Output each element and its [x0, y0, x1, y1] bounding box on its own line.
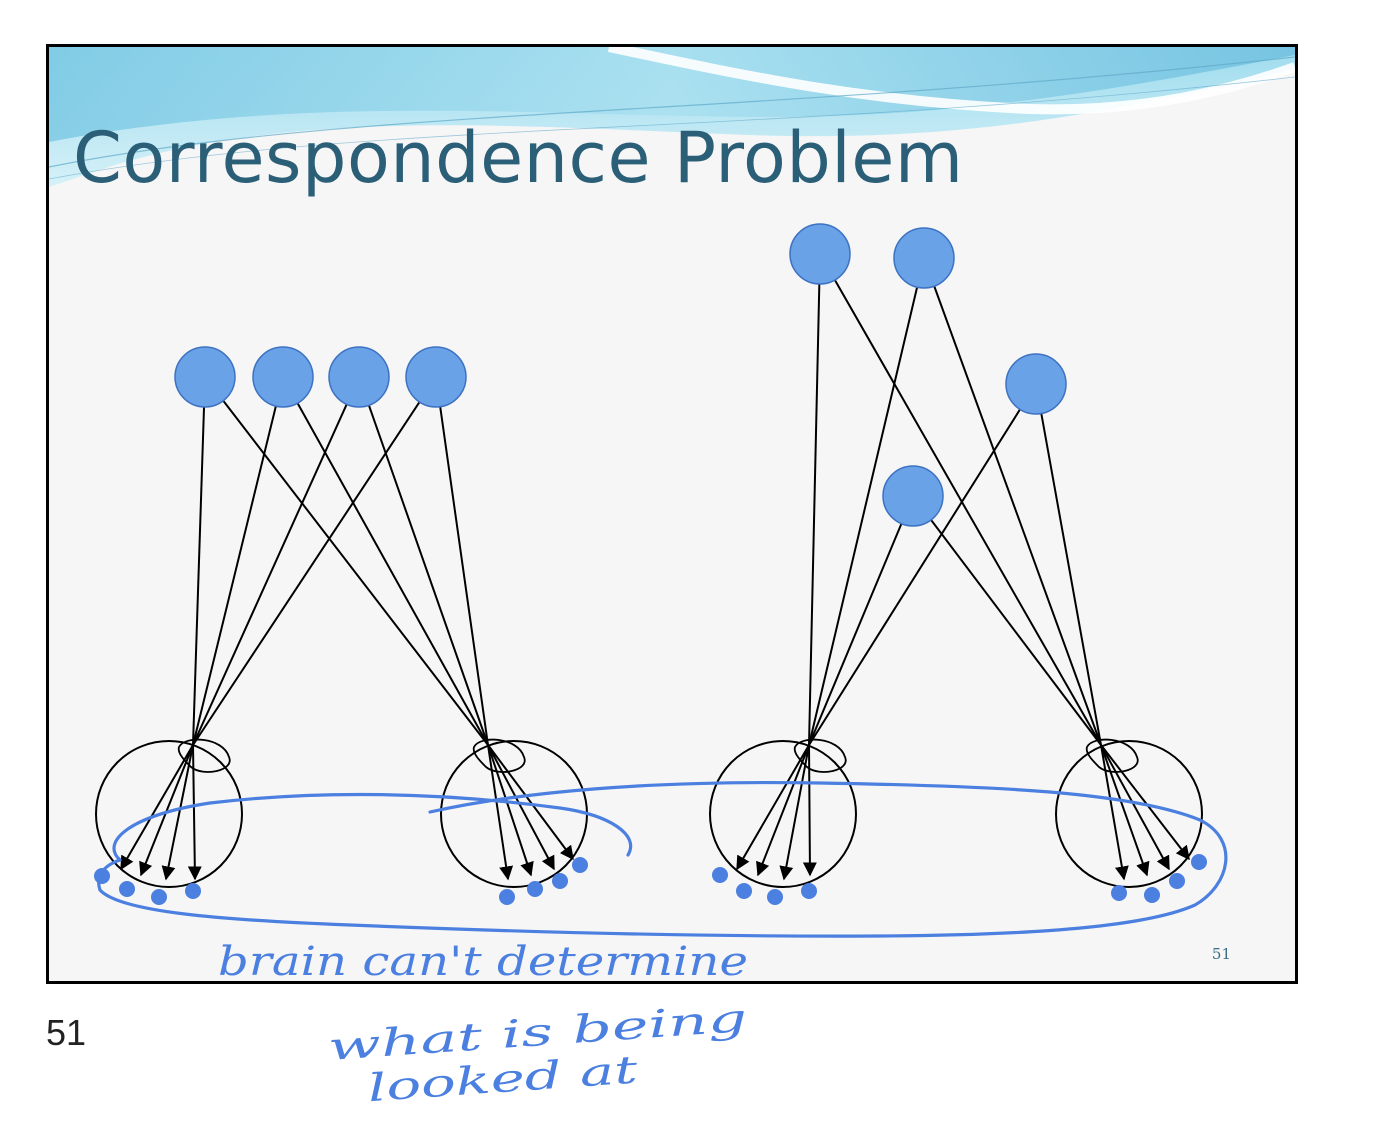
- lens-0-1: [472, 738, 526, 773]
- ray-0-1-1: [282, 376, 489, 746]
- retina-arrow-0-0-0: [120, 744, 194, 871]
- ray-1-1-0: [808, 257, 925, 746]
- ray-0-2-1: [358, 376, 489, 746]
- object-1-1: [893, 227, 955, 289]
- ray-1-0-0: [808, 253, 821, 746]
- retina-arrow-0-0-2: [161, 744, 194, 881]
- ray-1-0-1: [819, 253, 1102, 746]
- header-wave: [49, 47, 1295, 187]
- ray-1-3-0: [808, 495, 914, 746]
- eye-0-1: [440, 740, 588, 888]
- ray-1-2-0: [808, 383, 1037, 746]
- retina-arrow-0-1-1: [487, 744, 534, 877]
- ray-0-3-1: [435, 376, 489, 746]
- retina-arrow-0-0-1: [139, 744, 194, 877]
- lens-0-0: [177, 738, 231, 773]
- slide-title: Correspondence Problem: [73, 117, 964, 199]
- correspondence-diagram: [95, 223, 1203, 888]
- object-0-1: [252, 346, 314, 408]
- retina-arrow-0-1-3: [487, 744, 574, 861]
- ray-1-3-1: [912, 495, 1102, 746]
- ray-0-0-1: [204, 376, 489, 746]
- retina-arrow-1-0-1: [756, 744, 810, 877]
- handwritten-line-2: what is being: [327, 996, 749, 1069]
- ray-0-1-0: [192, 376, 284, 746]
- retina-arrow-1-1-3: [1100, 744, 1190, 861]
- retina-arrow-1-1-1: [1100, 744, 1150, 877]
- object-0-0: [174, 346, 236, 408]
- lens-1-1: [1085, 738, 1139, 773]
- page-number: 51: [46, 1012, 87, 1053]
- slide-number: 51: [1211, 945, 1231, 963]
- ray-1-1-1: [923, 257, 1102, 746]
- object-0-2: [328, 346, 390, 408]
- retina-arrow-0-0-3: [187, 744, 202, 881]
- object-1-0: [789, 223, 851, 285]
- slide: Correspondence Problem 51: [46, 44, 1298, 984]
- handwritten-line-3: looked at: [366, 1047, 639, 1110]
- object-1-3: [882, 465, 944, 527]
- retina-arrow-1-0-3: [802, 744, 817, 877]
- ray-0-2-0: [192, 376, 360, 746]
- eye-1-1: [1055, 740, 1203, 888]
- object-1-2: [1005, 353, 1067, 415]
- ray-0-0-0: [192, 376, 206, 746]
- ray-0-3-0: [192, 376, 437, 746]
- ray-1-2-1: [1035, 383, 1102, 746]
- object-0-3: [405, 346, 467, 408]
- lens-1-0: [793, 738, 847, 773]
